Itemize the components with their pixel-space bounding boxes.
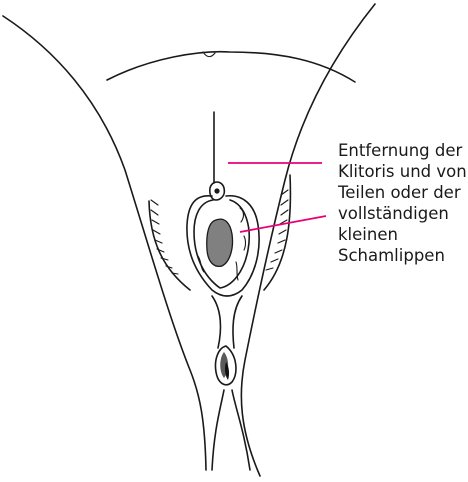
label-line-3: Teilen oder der: [338, 182, 466, 203]
pointer-line-labia: [240, 216, 326, 232]
perineum-right: [233, 296, 242, 348]
buttock-crease-left: [212, 390, 224, 470]
right-hair-hatching: [266, 190, 288, 270]
right-fold-mark-3: [244, 236, 246, 250]
perineum-left: [212, 296, 220, 348]
anus-center: [225, 362, 229, 380]
clitoris: [214, 188, 219, 193]
annotation-label: Entfernung der Klitoris und von Teilen o…: [338, 140, 466, 266]
label-line-1: Entfernung der: [338, 140, 466, 161]
right-groove: [264, 175, 290, 290]
left-groove: [149, 201, 190, 290]
left-thigh-outline: [3, 16, 206, 470]
label-line-6: Schamlippen: [338, 245, 466, 266]
vaginal-opening: [207, 219, 233, 266]
label-line-5: kleinen: [338, 224, 466, 245]
abdomen-curve: [107, 52, 355, 82]
label-line-2: Klitoris und von: [338, 161, 466, 182]
label-line-4: vollständigen: [338, 203, 466, 224]
